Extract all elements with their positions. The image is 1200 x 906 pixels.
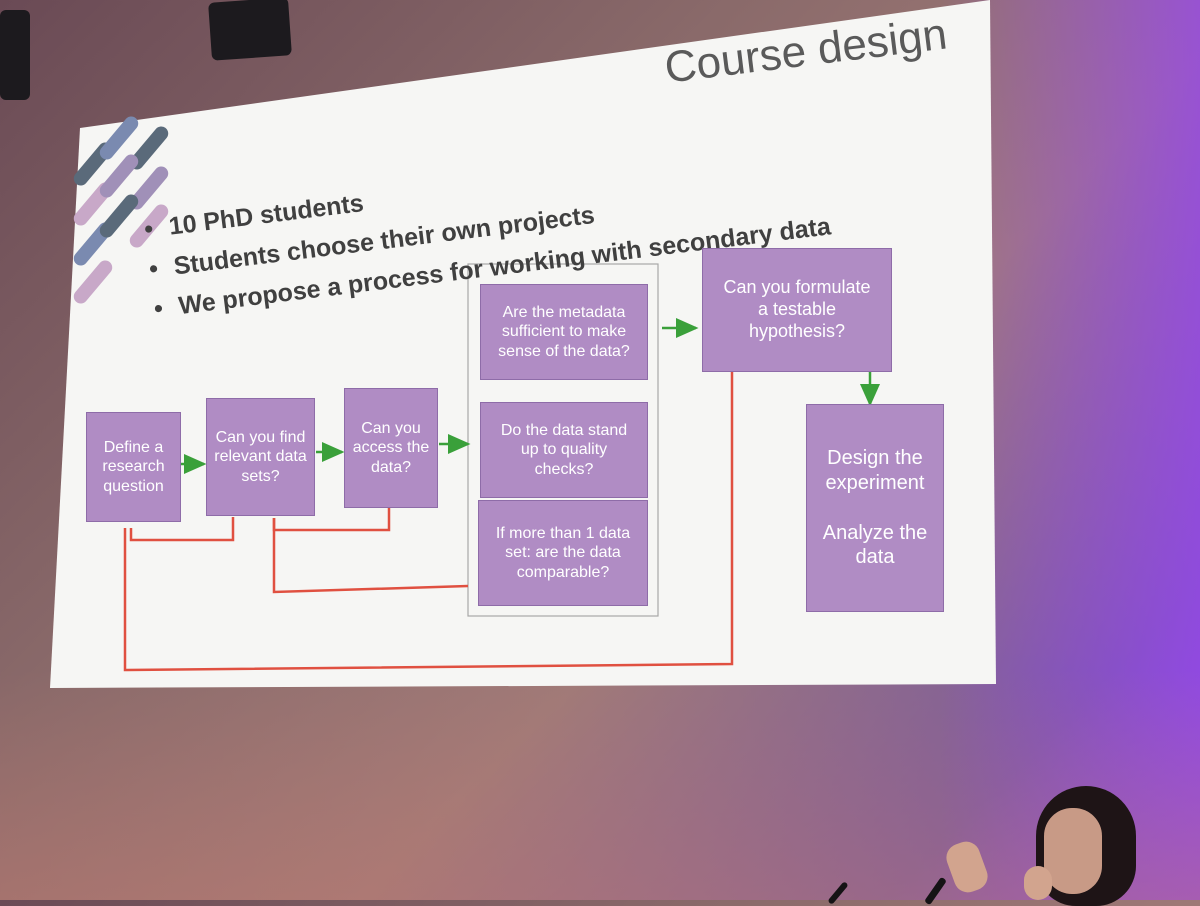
box-spacer xyxy=(823,495,928,521)
stage-floor-light xyxy=(0,670,1200,900)
box-line: a testable xyxy=(757,299,837,320)
presenter-face xyxy=(1044,808,1102,894)
box-line: sense of the data? xyxy=(498,342,630,360)
box-line: hypothesis? xyxy=(748,320,846,341)
box-line: sets? xyxy=(241,467,280,485)
box-define-research-question: Define a research question xyxy=(86,412,181,522)
box-line: checks? xyxy=(534,460,594,478)
box-line: Do the data stand xyxy=(500,421,628,439)
box-line: Can you find xyxy=(215,428,306,446)
box-line: data? xyxy=(370,458,412,476)
ceiling-lamp-icon xyxy=(0,10,30,100)
box-line: access the xyxy=(352,439,430,457)
feedback-find-to-define xyxy=(129,517,235,542)
box-line: Can you xyxy=(361,419,421,437)
feedback-hypothesis-to-define xyxy=(123,372,734,672)
box-quality-checks: Do the data stand up to quality checks? xyxy=(480,402,648,498)
box-line: data xyxy=(855,546,895,569)
box-line: Analyze the xyxy=(822,522,928,544)
box-line: set: are the data xyxy=(505,544,621,562)
projected-slide: Course design 10 PhD students Students c… xyxy=(50,0,996,690)
presenter-hand xyxy=(1024,866,1052,900)
box-line: Can you formulate xyxy=(723,277,871,298)
box-metadata-sufficient: Are the metadata sufficient to make sens… xyxy=(480,284,648,380)
box-line: Design the xyxy=(827,447,923,470)
box-line: relevant data xyxy=(214,448,307,466)
box-line: Are the metadata xyxy=(502,303,626,321)
box-line: sufficient to make xyxy=(501,323,627,341)
box-line: question xyxy=(103,477,164,495)
box-design-and-analyze: Design the experiment Analyze the data xyxy=(806,404,944,612)
box-testable-hypothesis: Can you formulate a testable hypothesis? xyxy=(702,248,892,372)
box-line: experiment xyxy=(825,471,925,494)
box-find-data-sets: Can you find relevant data sets? xyxy=(206,398,315,516)
box-line: comparable? xyxy=(516,563,610,581)
box-line: research xyxy=(102,458,165,476)
box-line: If more than 1 data xyxy=(495,524,631,542)
box-access-data: Can you access the data? xyxy=(344,388,438,508)
feedback-checks-to-find xyxy=(272,518,469,594)
box-line: Define a xyxy=(103,438,164,456)
box-line: up to quality xyxy=(520,441,608,459)
box-data-comparable: If more than 1 data set: are the data co… xyxy=(478,500,648,606)
